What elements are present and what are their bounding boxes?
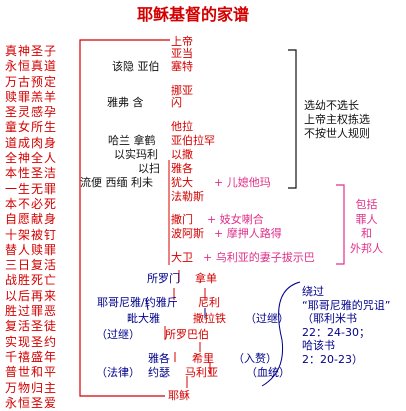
node-shangdi: 上帝 [171,35,193,48]
node-liuben-etc: 流便 西缅 利未 [80,176,153,189]
node-yuese: 约瑟 [148,366,170,379]
node-yabolahan: 亚伯拉罕 [171,134,215,147]
page-title: 耶稣基督的家谱 [137,5,250,24]
note-xuetong: （血统） [246,366,290,379]
note-ruzhui: （入赘） [233,352,277,365]
node-yafu-han: 雅弗 含 [107,96,144,109]
note-falu: （法律） [96,366,140,379]
node-po-asi: 波阿斯 [171,227,204,240]
node-yaguo2: 雅各 [148,352,170,365]
node-maliya: 马利亚 [185,366,218,379]
note-guoji-1: （过继） [245,312,289,325]
node-nuoya: 挪亚 [171,84,193,97]
note-bathsheba: + 乌利亚的妻子拔示巴 [203,251,315,264]
node-halan-nahe: 哈兰 拿鹤 [108,134,156,147]
node-yishimali: 以实玛利 [114,148,158,161]
node-nili: 尼利 [198,296,220,309]
note-curse: 绕过 “耶哥尼雅的咒诅” （耶利米书 22：24-30； 哈该书 2：20-23… [302,285,391,366]
main-frame-line [79,39,170,397]
node-zou-daba: 毗大雅 [127,312,160,325]
node-saiti: 塞特 [171,60,193,73]
node-yegeniya: 耶哥尼雅/约雅斤 [97,296,178,309]
note-chosen: 选幼不选长 上帝主权拣选 不按世人规则 [304,99,370,140]
note-tamar: + 儿媳他玛 [214,176,271,189]
node-xin-daba: 所罗巴伯 [165,328,209,341]
include-bracket [336,184,345,265]
branch-arrow [145,297,149,311]
node-sa-men: 撒门 [171,213,193,226]
note-guoji-2: （过继） [96,328,140,341]
node-yisao: 以扫 [138,162,160,175]
note-ruth: + 摩押人路得 [214,227,282,240]
node-yadang: 亚当 [171,47,193,60]
node-yaguo: 雅各 [171,162,193,175]
node-tabo: 他拉 [171,120,193,133]
node-sala-tie: 撒拉铁 [193,312,226,325]
node-youda: 犹大 [171,176,193,189]
note-rahab: + 妓女喇合 [207,213,264,226]
node-naidan: 拿单 [195,272,217,285]
note-include: 包括 罪人 和 外邦人 [350,198,383,255]
curse-bracket [261,281,301,387]
node-dawei: 大卫 [171,251,193,264]
node-yisa: 以撒 [171,148,193,161]
node-shan: 闪 [171,96,182,109]
node-fa-lesi: 法勒斯 [171,190,204,203]
attribute-column: 真神圣子 永恒真道 万古预定 赎罪羔羊 圣灵感孕 童女所生 道成肉身 全神全人 … [5,44,58,410]
node-suoluomen: 所罗门 [147,272,180,285]
node-xili: 希里 [192,352,214,365]
node-yesu: 耶稣 [168,389,190,402]
node-gaiyin-yabo: 该隐 亚伯 [112,60,160,73]
chosen-bracket [288,49,297,189]
